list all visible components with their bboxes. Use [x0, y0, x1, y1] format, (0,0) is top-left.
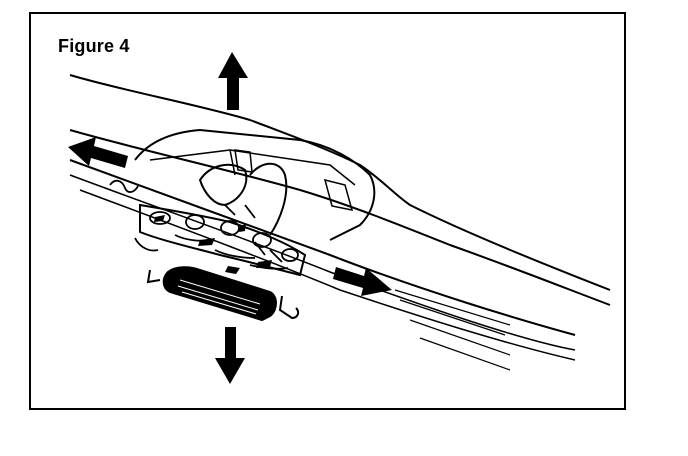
clip-loop	[249, 162, 288, 236]
arm-bracket-housing	[134, 128, 376, 241]
blade-line-1	[69, 159, 576, 336]
clip-shading	[154, 215, 272, 274]
arm-bracket-slot	[323, 178, 354, 211]
wiper-arm-top-contour	[69, 74, 611, 291]
figure-label: Figure 4	[58, 36, 130, 56]
arrow-down-icon	[215, 327, 245, 384]
arm-bracket-inner	[149, 149, 356, 186]
clip-hook	[198, 163, 248, 207]
arrow-up-icon	[218, 52, 248, 110]
clip-legs	[146, 269, 300, 320]
arrow-right-icon	[333, 267, 392, 296]
arrow-left-icon	[68, 137, 128, 168]
blade-line-2	[69, 174, 576, 351]
blade-edge-line	[394, 289, 511, 371]
blade-line-3	[79, 189, 576, 361]
figure-frame	[29, 12, 626, 410]
clip-details	[109, 179, 299, 270]
clip-body	[139, 203, 307, 277]
connector-block	[162, 266, 277, 322]
